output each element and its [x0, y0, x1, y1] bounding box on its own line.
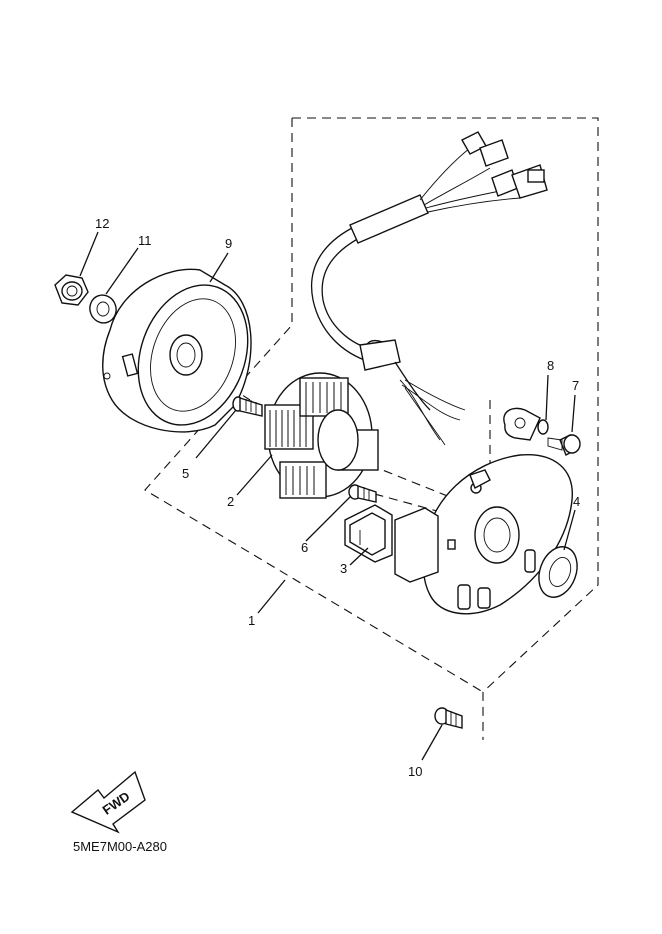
callout-11: 11	[138, 233, 152, 248]
callout-6: 6	[301, 540, 308, 555]
callout-2: 2	[227, 494, 234, 509]
flywheel-rotor-part-9	[102, 268, 252, 433]
callout-4: 4	[573, 494, 580, 509]
screw-part-7	[547, 434, 581, 456]
washer-part-11	[89, 294, 117, 324]
screw-part-10	[434, 707, 463, 729]
clamp-part-8	[503, 407, 549, 441]
leader-lines	[79, 231, 576, 761]
stator-part-2	[264, 372, 379, 499]
callout-labels: 12 11 9 5 2 6 3 1 8 7 4 10	[95, 216, 580, 779]
wire-harness	[311, 131, 548, 446]
stator-base-part-1	[394, 454, 573, 615]
pickup-coil-part-3	[344, 504, 393, 563]
callout-12: 12	[95, 216, 109, 231]
callout-7: 7	[572, 378, 579, 393]
fwd-arrow-badge: FWD	[70, 770, 146, 834]
oil-seal-part-4	[538, 546, 578, 598]
callout-3: 3	[340, 561, 347, 576]
nut-part-12	[54, 274, 89, 306]
screw-part-6	[348, 484, 377, 503]
callout-9: 9	[225, 236, 232, 251]
diagram-code: 5ME7M00-A280	[73, 839, 167, 854]
callout-5: 5	[182, 466, 189, 481]
callout-10: 10	[408, 764, 422, 779]
screw-part-5	[232, 396, 263, 417]
callout-1: 1	[248, 613, 255, 628]
callout-8: 8	[547, 358, 554, 373]
